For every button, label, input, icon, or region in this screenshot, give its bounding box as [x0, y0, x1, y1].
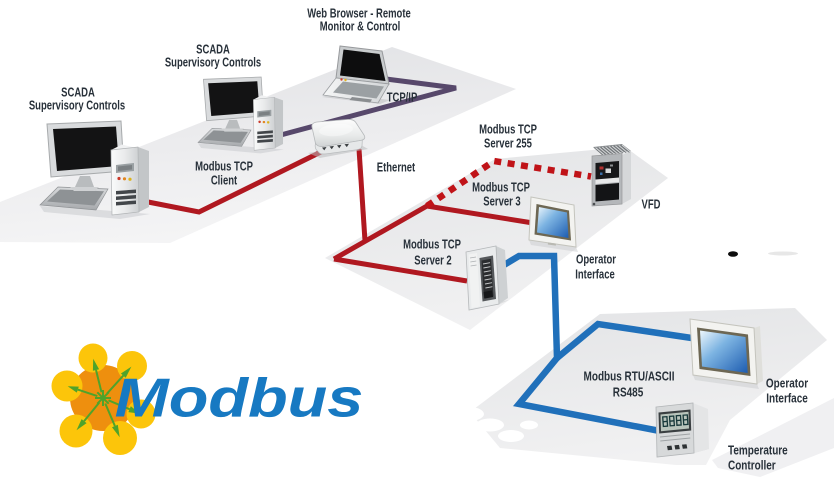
label-temp-line1: Temperature — [728, 442, 788, 458]
ethernet-drop-line — [356, 148, 368, 242]
logo-center-star — [95, 390, 111, 406]
label-vfd: VFD — [641, 196, 661, 212]
label-operator2-line1: Operator — [765, 375, 808, 391]
label-temp-line2: Controller — [728, 457, 776, 473]
label-web-line2: Monitor & Control — [319, 18, 401, 34]
temperature-controller — [655, 402, 709, 458]
rs485-operator2-line — [554, 320, 696, 361]
label-server255-line1: Modbus TCP — [478, 121, 537, 137]
scan-artifacts — [454, 251, 798, 442]
web-browser-laptop — [322, 45, 390, 104]
logo-arrows — [67, 358, 141, 438]
label-scada2-line2: Supervisory Controls — [164, 54, 262, 70]
floor-plane-corner — [712, 398, 834, 477]
operator-interface-2 — [689, 318, 763, 389]
label-operator1-line1: Operator — [576, 251, 616, 267]
ethernet-switch — [308, 119, 368, 158]
modbus-logo-text: Modbus — [114, 366, 364, 429]
label-scada2-line1: SCADA — [195, 41, 230, 57]
label-operator2-line2: Interface — [765, 390, 808, 406]
modbus-server2-line — [333, 256, 468, 284]
operator-interface-1 — [528, 196, 578, 252]
label-tcpip: TCP/IP — [386, 89, 418, 105]
label-server3-line2: Server 3 — [483, 193, 521, 209]
plc-server2-module — [465, 245, 509, 311]
rs485-lines — [497, 252, 696, 435]
scada-workstation-2 — [197, 76, 285, 154]
label-server2-line2: Server 2 — [413, 252, 452, 268]
label-ethernet: Ethernet — [376, 159, 415, 175]
label-web-line1: Web Browser - Remote — [307, 5, 411, 21]
vfd-drive — [591, 144, 631, 207]
label-scada1-line2: Supervisory Controls — [28, 97, 126, 113]
label-server3-line1: Modbus TCP — [472, 179, 530, 195]
label-server255-line2: Server 255 — [483, 135, 532, 151]
label-rtu-line1: Modbus RTU/ASCII — [583, 368, 675, 384]
label-server2-line1: Modbus TCP — [402, 236, 461, 252]
label-client-line2: Client — [210, 172, 238, 188]
scada-workstation-1 — [39, 120, 151, 220]
floor-plane-middle — [325, 147, 668, 330]
label-client-line1: Modbus TCP — [194, 158, 253, 174]
modbus-logo — [51, 343, 156, 455]
label-rtu-line2: RS485 — [612, 384, 643, 400]
rs485-main-line — [497, 252, 661, 435]
modbus-tcp-client-line — [142, 144, 333, 215]
label-scada1-line1: SCADA — [60, 84, 95, 100]
label-operator1-line2: Interface — [575, 266, 615, 282]
